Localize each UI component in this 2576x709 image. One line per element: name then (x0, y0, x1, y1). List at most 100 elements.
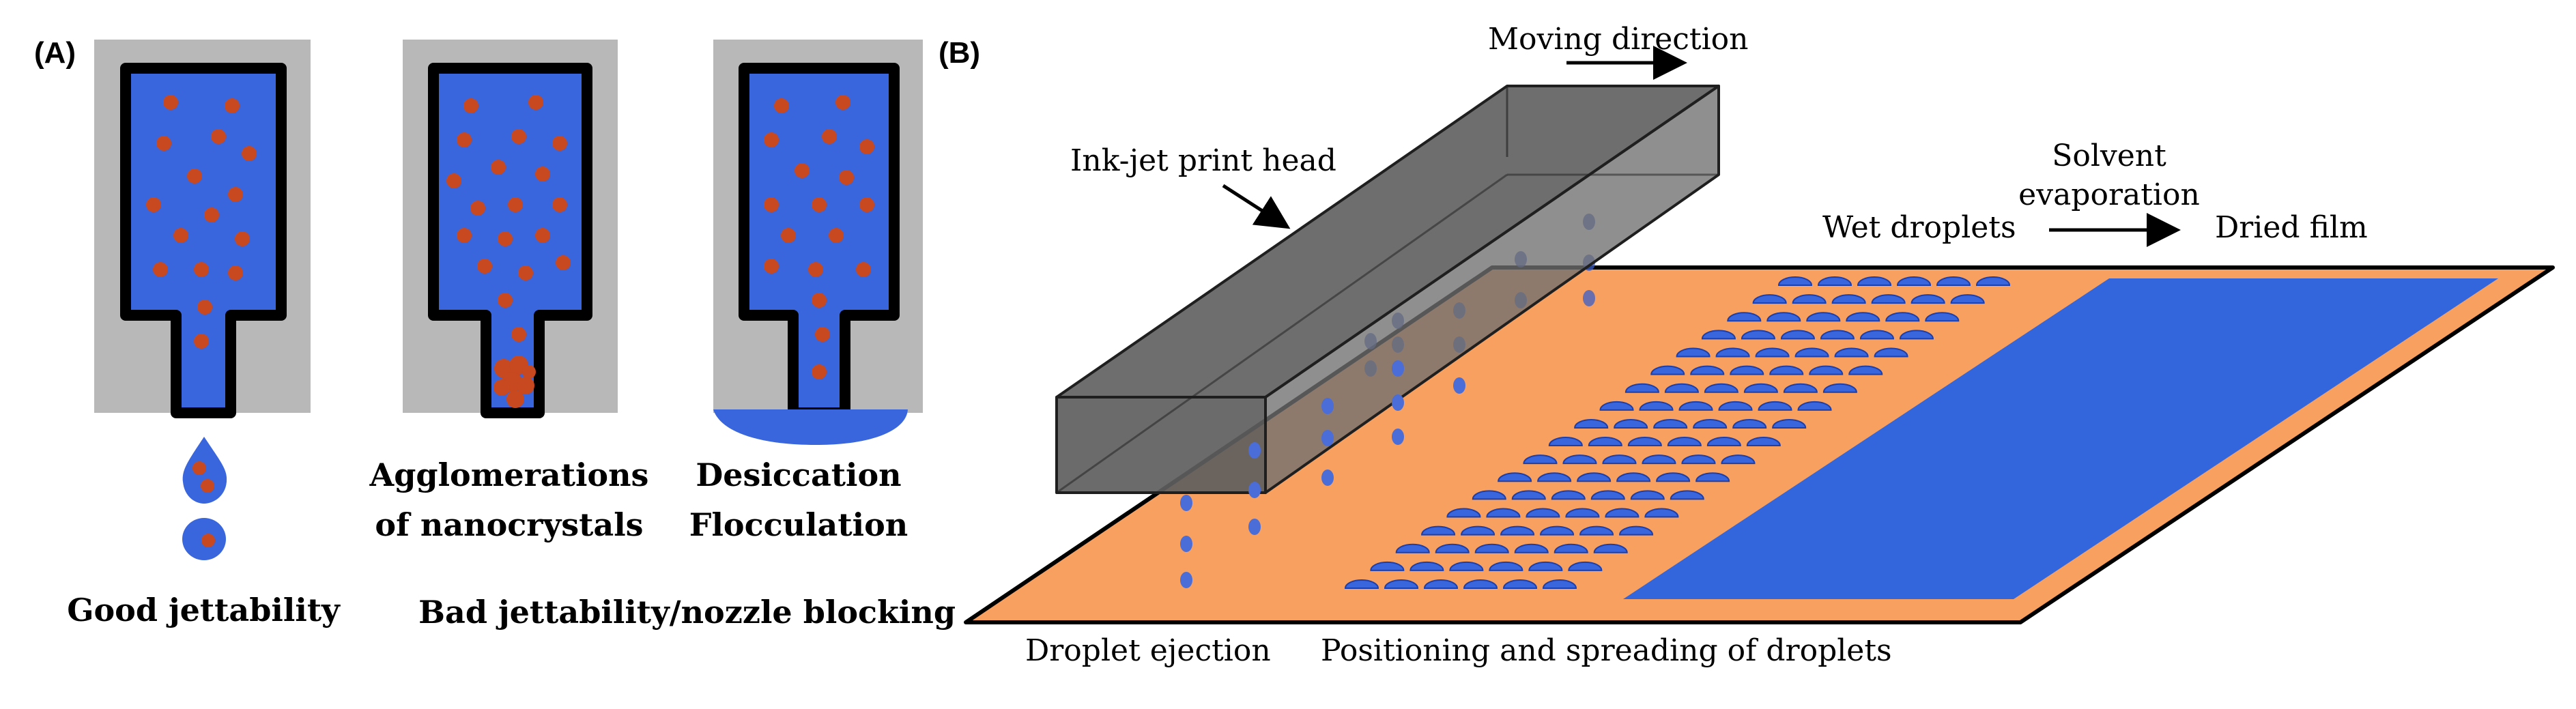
wet-droplet (1463, 579, 1498, 589)
wet-droplet (1449, 561, 1484, 571)
wet-droplet (1409, 561, 1444, 571)
wet-droplet (1755, 347, 1790, 358)
wet-droplet (1783, 383, 1818, 393)
ejected-droplets (182, 437, 227, 560)
wet-droplet (1395, 543, 1430, 553)
falling-droplet (1583, 290, 1595, 306)
falling-droplet (1180, 536, 1192, 552)
wet-droplet (1474, 543, 1509, 553)
wet-droplet (1435, 543, 1470, 553)
print-head-arrow (1222, 184, 1291, 229)
wet-droplet (1715, 347, 1750, 358)
wet-droplet (1370, 561, 1405, 571)
wet-droplet (1650, 365, 1685, 375)
droplets-below-head (1180, 360, 1465, 588)
wet-droplet (1605, 508, 1640, 518)
label-moving-direction: Moving direction (1488, 22, 1749, 57)
wet-droplet (1486, 508, 1521, 518)
wet-droplet (1461, 525, 1495, 536)
wet-droplet (1848, 365, 1883, 375)
wet-droplet (1706, 437, 1741, 447)
wet-droplet (1743, 383, 1778, 393)
wet-droplet (1910, 294, 1945, 304)
wet-droplet (1548, 437, 1583, 447)
wet-droplet (1718, 401, 1753, 411)
wet-droplet (1656, 472, 1691, 482)
agglomerate-cluster (493, 356, 536, 408)
wet-droplet (1511, 490, 1546, 500)
wet-droplet (1514, 543, 1549, 553)
wet-droplet (1820, 330, 1855, 340)
wet-droplet (1639, 401, 1674, 411)
panel-a-label: (A) (34, 36, 76, 70)
wet-droplet (1859, 330, 1894, 340)
wet-droplet (1695, 472, 1730, 482)
wet-droplet (1817, 276, 1852, 286)
wet-droplet (1797, 401, 1832, 411)
falling-droplet (1321, 469, 1334, 486)
wet-droplet (1678, 401, 1713, 411)
wet-droplet (1871, 294, 1906, 304)
wet-droplet (1472, 490, 1506, 500)
wet-droplet (1498, 472, 1532, 482)
wet-droplet (1766, 312, 1801, 322)
wet-droplet (1523, 454, 1558, 465)
wet-droplet (1732, 418, 1767, 429)
caption-flocculation: Flocculation (689, 506, 908, 543)
wet-droplet (1577, 472, 1612, 482)
dried-film (1623, 278, 2498, 599)
wet-droplet (1421, 525, 1456, 536)
wet-droplet (1616, 472, 1651, 482)
falling-droplet (1392, 360, 1404, 377)
wet-droplet (1502, 579, 1538, 589)
wet-droplet (1642, 454, 1676, 465)
wet-droplet (1727, 312, 1762, 322)
wet-droplet (1701, 330, 1736, 340)
wet-droplet (1619, 525, 1654, 536)
wet-droplet (1537, 472, 1572, 482)
wet-droplet (1681, 454, 1716, 465)
wet-droplet (1593, 543, 1628, 553)
nozzle-agglomeration (403, 40, 618, 418)
falling-droplet (1392, 429, 1404, 445)
wet-droplet (1899, 330, 1934, 340)
wet-droplet (1500, 525, 1535, 536)
falling-droplet (1321, 398, 1334, 414)
wet-droplet (1653, 418, 1688, 429)
print-head-front (1055, 396, 1267, 494)
wet-droplet (1690, 365, 1725, 375)
wet-droplet (1590, 490, 1625, 500)
wet-droplet (1806, 312, 1841, 322)
falling-droplet (1453, 377, 1465, 394)
wet-droplet (1526, 508, 1560, 518)
nozzle-desiccation (713, 40, 923, 445)
wet-droplet (1846, 312, 1880, 322)
wet-droplet (1676, 347, 1711, 358)
wet-droplet (1489, 561, 1523, 571)
wet-droplet (1704, 383, 1738, 393)
wet-droplet (1670, 490, 1704, 500)
panel-b-label: (B) (939, 36, 980, 70)
label-solvent: Solvent (2052, 139, 2166, 173)
label-positioning-spreading: Positioning and spreading of droplets (1321, 633, 1892, 668)
wet-droplet (1885, 312, 1920, 322)
wet-droplet (1540, 525, 1575, 536)
ink-jet-print-head (1055, 85, 1720, 494)
wet-droplet (1664, 383, 1699, 393)
wet-droplet (1831, 294, 1866, 304)
wet-droplet (1777, 276, 1813, 286)
label-droplet-ejection: Droplet ejection (1025, 633, 1271, 668)
label-dried-film: Dried film (2215, 210, 2368, 245)
wet-droplet (1644, 508, 1679, 518)
nozzle-good (94, 40, 311, 560)
nanoparticles-agglomeration (446, 95, 571, 342)
wet-droplet (1772, 418, 1807, 429)
wet-droplet (1574, 418, 1609, 429)
wet-droplet (1565, 508, 1600, 518)
wet-droplet (1423, 579, 1459, 589)
caption-desiccation: Desiccation (696, 457, 901, 493)
wet-droplet (1896, 276, 1932, 286)
wet-droplet (1792, 294, 1827, 304)
wet-droplet (1667, 437, 1702, 447)
